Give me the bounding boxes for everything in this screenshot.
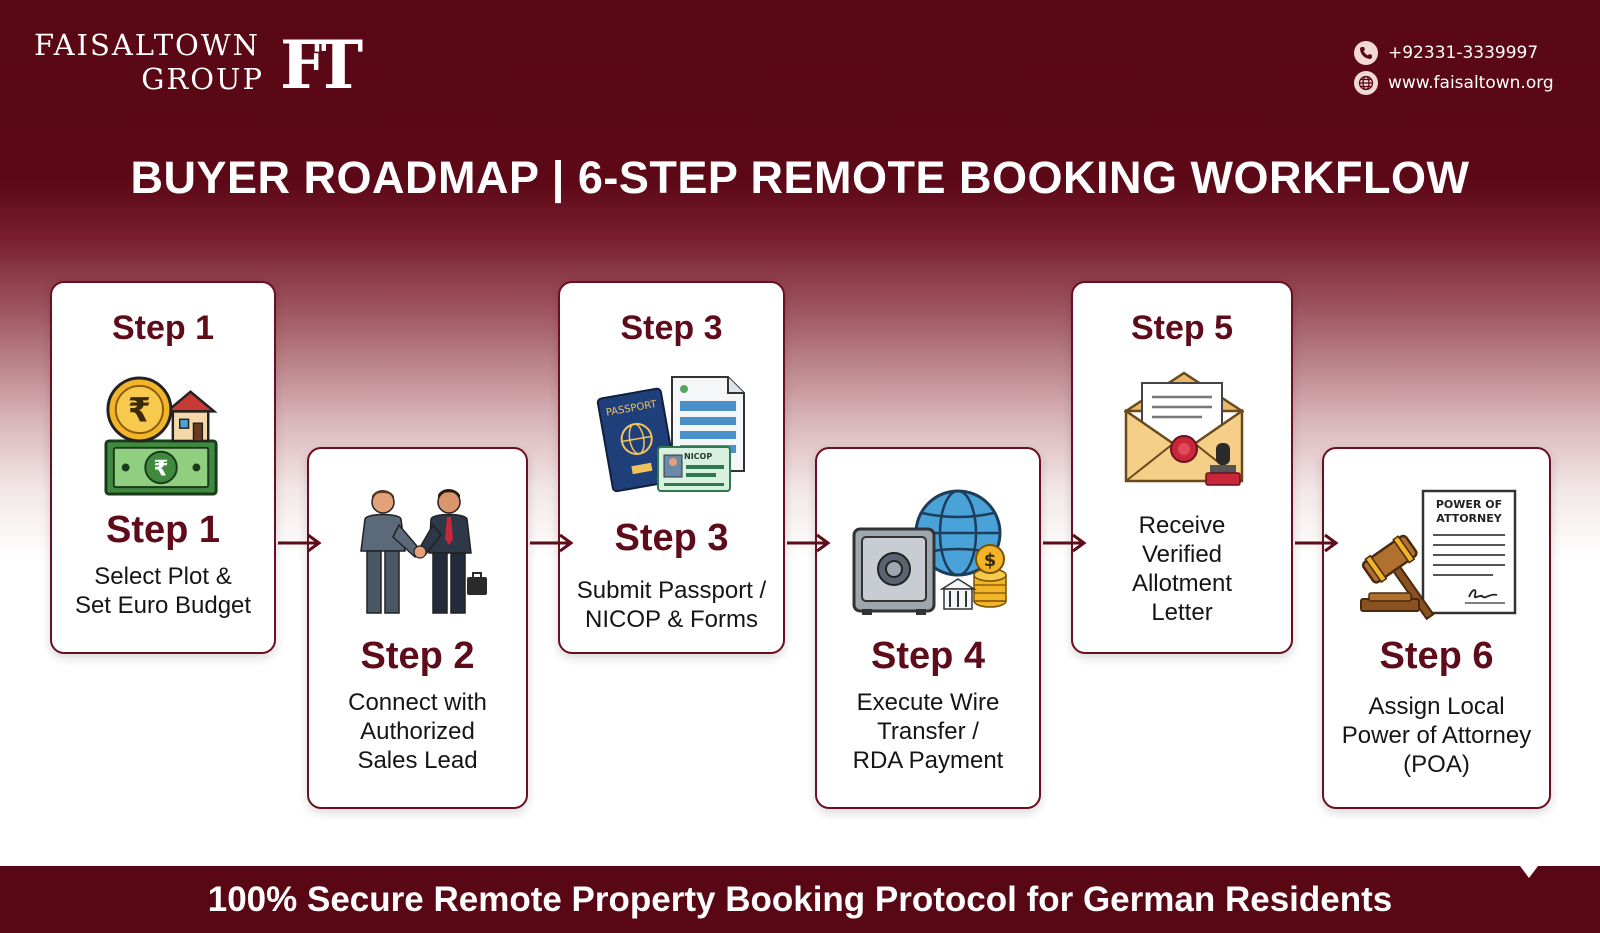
safe-globe-money-icon: $	[852, 489, 1007, 615]
step-2-desc-line-3: Sales Lead	[357, 747, 478, 774]
step-3-top-label: Step 3	[620, 309, 723, 347]
footer-banner: 100% Secure Remote Property Booking Prot…	[0, 866, 1600, 933]
page-title: BUYER ROADMAP | 6-STEP REMOTE BOOKING WO…	[130, 152, 1470, 203]
step-3-description: Submit Passport / NICOP & Forms	[560, 576, 783, 634]
step-1-top-label: Step 1	[111, 309, 215, 347]
svg-text:T: T	[314, 30, 363, 94]
step-1-desc-line-1: Select Plot &	[94, 563, 232, 590]
step-1-label: Step 1	[105, 509, 221, 551]
step-4-label: Step 4	[870, 635, 986, 677]
step-2-card: Step 2 Connect with Authorized Sales Lea…	[307, 447, 528, 809]
step-2-description: Connect with Authorized Sales Lead	[309, 688, 526, 775]
step-1-description: Select Plot & Set Euro Budget	[52, 562, 274, 620]
ft-monogram-logo: F T	[280, 30, 363, 94]
step-3-card: Step 3 PASSPORT NICOP Step 3 Submit Pass…	[558, 281, 785, 654]
phone-icon	[1354, 41, 1378, 65]
nicop-text: NICOP	[684, 452, 712, 461]
arrow-right-icon	[530, 533, 574, 553]
rupee-coin-house-cash-icon: ₹ ₹	[104, 376, 218, 496]
arrow-right-icon	[278, 533, 322, 553]
website-url: www.faisaltown.org	[1388, 73, 1554, 93]
step-6-desc-line-2: Power of Attorney	[1341, 722, 1532, 749]
step-3-desc-line-1: Submit Passport /	[576, 577, 767, 604]
svg-text:F: F	[280, 30, 327, 94]
handshake-icon	[360, 489, 487, 614]
step-2-desc-line-1: Connect with	[348, 689, 487, 716]
contact-phone[interactable]: +92331-3339997	[1354, 38, 1554, 68]
step-4-desc-line-3: RDA Payment	[852, 747, 1004, 774]
arrow-right-icon	[1043, 533, 1087, 553]
step-5-description: Receive Verified Allotment Letter	[1073, 511, 1291, 627]
arrow-right-icon	[787, 533, 831, 553]
step-4-desc-line-1: Execute Wire	[856, 689, 1000, 716]
brand-name-line1: FAISALTOWN	[34, 28, 261, 62]
poa-doc-title-line-1: POWER OF	[1436, 498, 1502, 511]
step-1-desc-line-2: Set Euro Budget	[74, 592, 252, 619]
phone-number: +92331-3339997	[1388, 43, 1539, 63]
step-3-desc-line-2: NICOP & Forms	[585, 606, 758, 633]
step-2-desc-line-2: Authorized	[360, 718, 475, 745]
globe-icon	[1354, 71, 1378, 95]
step-6-desc-line-3: (POA)	[1403, 751, 1470, 778]
contact-info: +92331-3339997 www.faisaltown.org	[1354, 38, 1554, 98]
svg-text:₹: ₹	[154, 456, 169, 481]
step-5-desc-line-3: Allotment	[1131, 570, 1233, 597]
arrow-right-icon	[1295, 533, 1339, 553]
poa-doc-title-line-2: ATTORNEY	[1436, 512, 1502, 525]
contact-website[interactable]: www.faisaltown.org	[1354, 68, 1554, 98]
gavel-document-icon: POWER OF ATTORNEY	[1360, 489, 1517, 621]
step-4-card: $ Step 4 Execute Wire Transfer / RDA Pay…	[815, 447, 1041, 809]
step-6-description: Assign Local Power of Attorney (POA)	[1324, 692, 1549, 779]
step-5-desc-line-1: Receive	[1138, 512, 1226, 539]
passport-documents-icon: PASSPORT NICOP	[596, 376, 745, 493]
step-5-card: Step 5 Receive Verified Allotment Letter	[1071, 281, 1293, 654]
svg-text:$: $	[984, 550, 997, 571]
svg-text:₹: ₹	[128, 390, 151, 429]
step-5-top-label: Step 5	[1130, 309, 1234, 347]
step-3-label: Step 3	[614, 517, 729, 559]
step-4-desc-line-2: Transfer /	[877, 718, 979, 745]
step-6-label: Step 6	[1379, 635, 1494, 677]
step-5-desc-line-2: Verified	[1141, 541, 1223, 568]
step-6-card: POWER OF ATTORNEY Step 6 Assign Local Po…	[1322, 447, 1551, 809]
step-6-desc-line-1: Assign Local	[1368, 693, 1505, 720]
step-4-description: Execute Wire Transfer / RDA Payment	[817, 688, 1039, 775]
brand-name-line2: GROUP	[141, 62, 264, 96]
footer-notch-decoration	[1520, 866, 1538, 878]
step-1-card: Step 1 ₹ ₹ Step 1 Select Plot & Set Euro…	[50, 281, 276, 654]
step-2-label: Step 2	[360, 635, 475, 677]
step-5-desc-line-4: Letter	[1151, 599, 1213, 626]
envelope-seal-stamp-icon	[1124, 371, 1244, 486]
